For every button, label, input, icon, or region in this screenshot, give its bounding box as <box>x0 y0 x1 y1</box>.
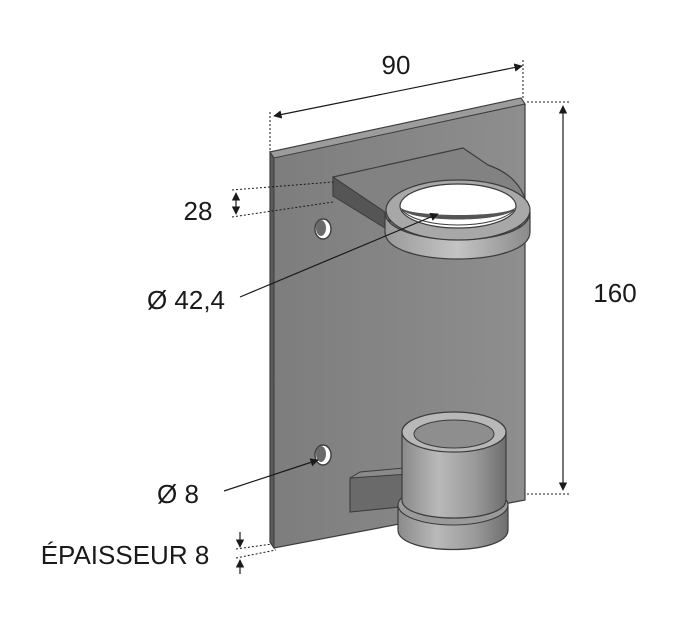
plate-thickness-dimension: ÉPAISSEUR 8 <box>41 532 277 574</box>
bottom-hinge-pin <box>349 411 509 550</box>
plate-thickness-label: ÉPAISSEUR 8 <box>41 540 210 570</box>
top-hinge-eye <box>332 147 531 260</box>
hole-diameter-label: Ø 8 <box>157 479 199 509</box>
ring-diameter-dimension: Ø 42,4 <box>147 213 439 315</box>
hole-diameter-dimension: Ø 8 <box>157 458 319 509</box>
height-label: 160 <box>593 278 636 308</box>
width-dimension: 90 <box>269 50 524 150</box>
ring-diameter-label: Ø 42,4 <box>147 285 225 315</box>
width-label: 90 <box>382 50 411 80</box>
height-dimension: 160 <box>527 101 637 495</box>
mounting-hole-top <box>314 218 332 240</box>
mounting-hole-bottom <box>314 444 332 466</box>
eye-thickness-label: 28 <box>184 196 213 226</box>
eye-thickness-dimension: 28 <box>184 181 334 226</box>
